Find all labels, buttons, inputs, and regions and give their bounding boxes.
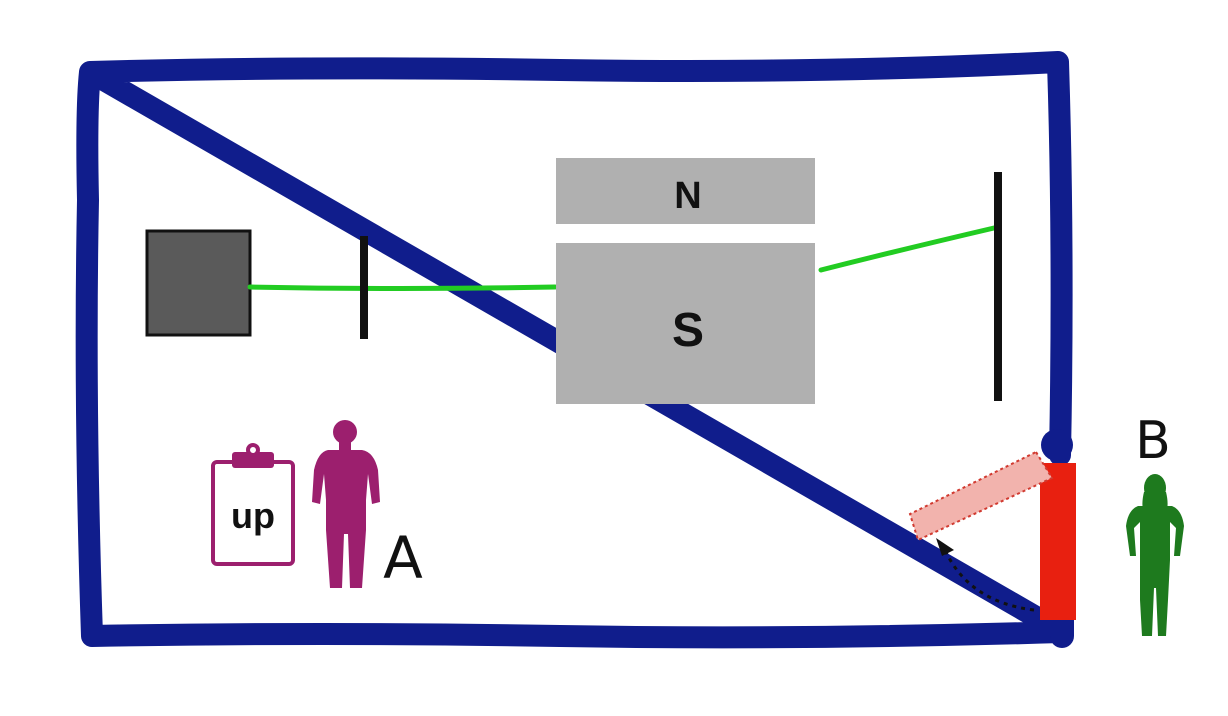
clipboard-icon xyxy=(211,443,295,566)
observer-b-figure xyxy=(1126,474,1184,636)
magnet-north-label: N xyxy=(674,175,701,217)
particle-source xyxy=(145,229,252,337)
detection-screen xyxy=(994,172,1002,401)
observer-a-label: A xyxy=(383,524,423,592)
magnet-north-pole xyxy=(556,158,815,224)
door-open-ghost xyxy=(908,450,1054,542)
door-hinge-knob xyxy=(1041,429,1073,461)
particle-beam-deflected xyxy=(818,225,997,273)
door-closed xyxy=(1040,463,1076,620)
door-swing-arrowhead xyxy=(936,538,954,556)
door-swing-arrow xyxy=(942,547,1035,612)
magnet-south-label: S xyxy=(672,304,704,357)
observer-a-figure xyxy=(312,420,380,588)
slit-plate xyxy=(360,236,368,339)
particle-beam-incoming xyxy=(247,284,558,291)
magnet-south-pole xyxy=(556,243,815,404)
clipboard-text: up xyxy=(231,495,275,536)
room-wall xyxy=(75,51,1073,649)
observer-b-label: B xyxy=(1135,411,1171,471)
